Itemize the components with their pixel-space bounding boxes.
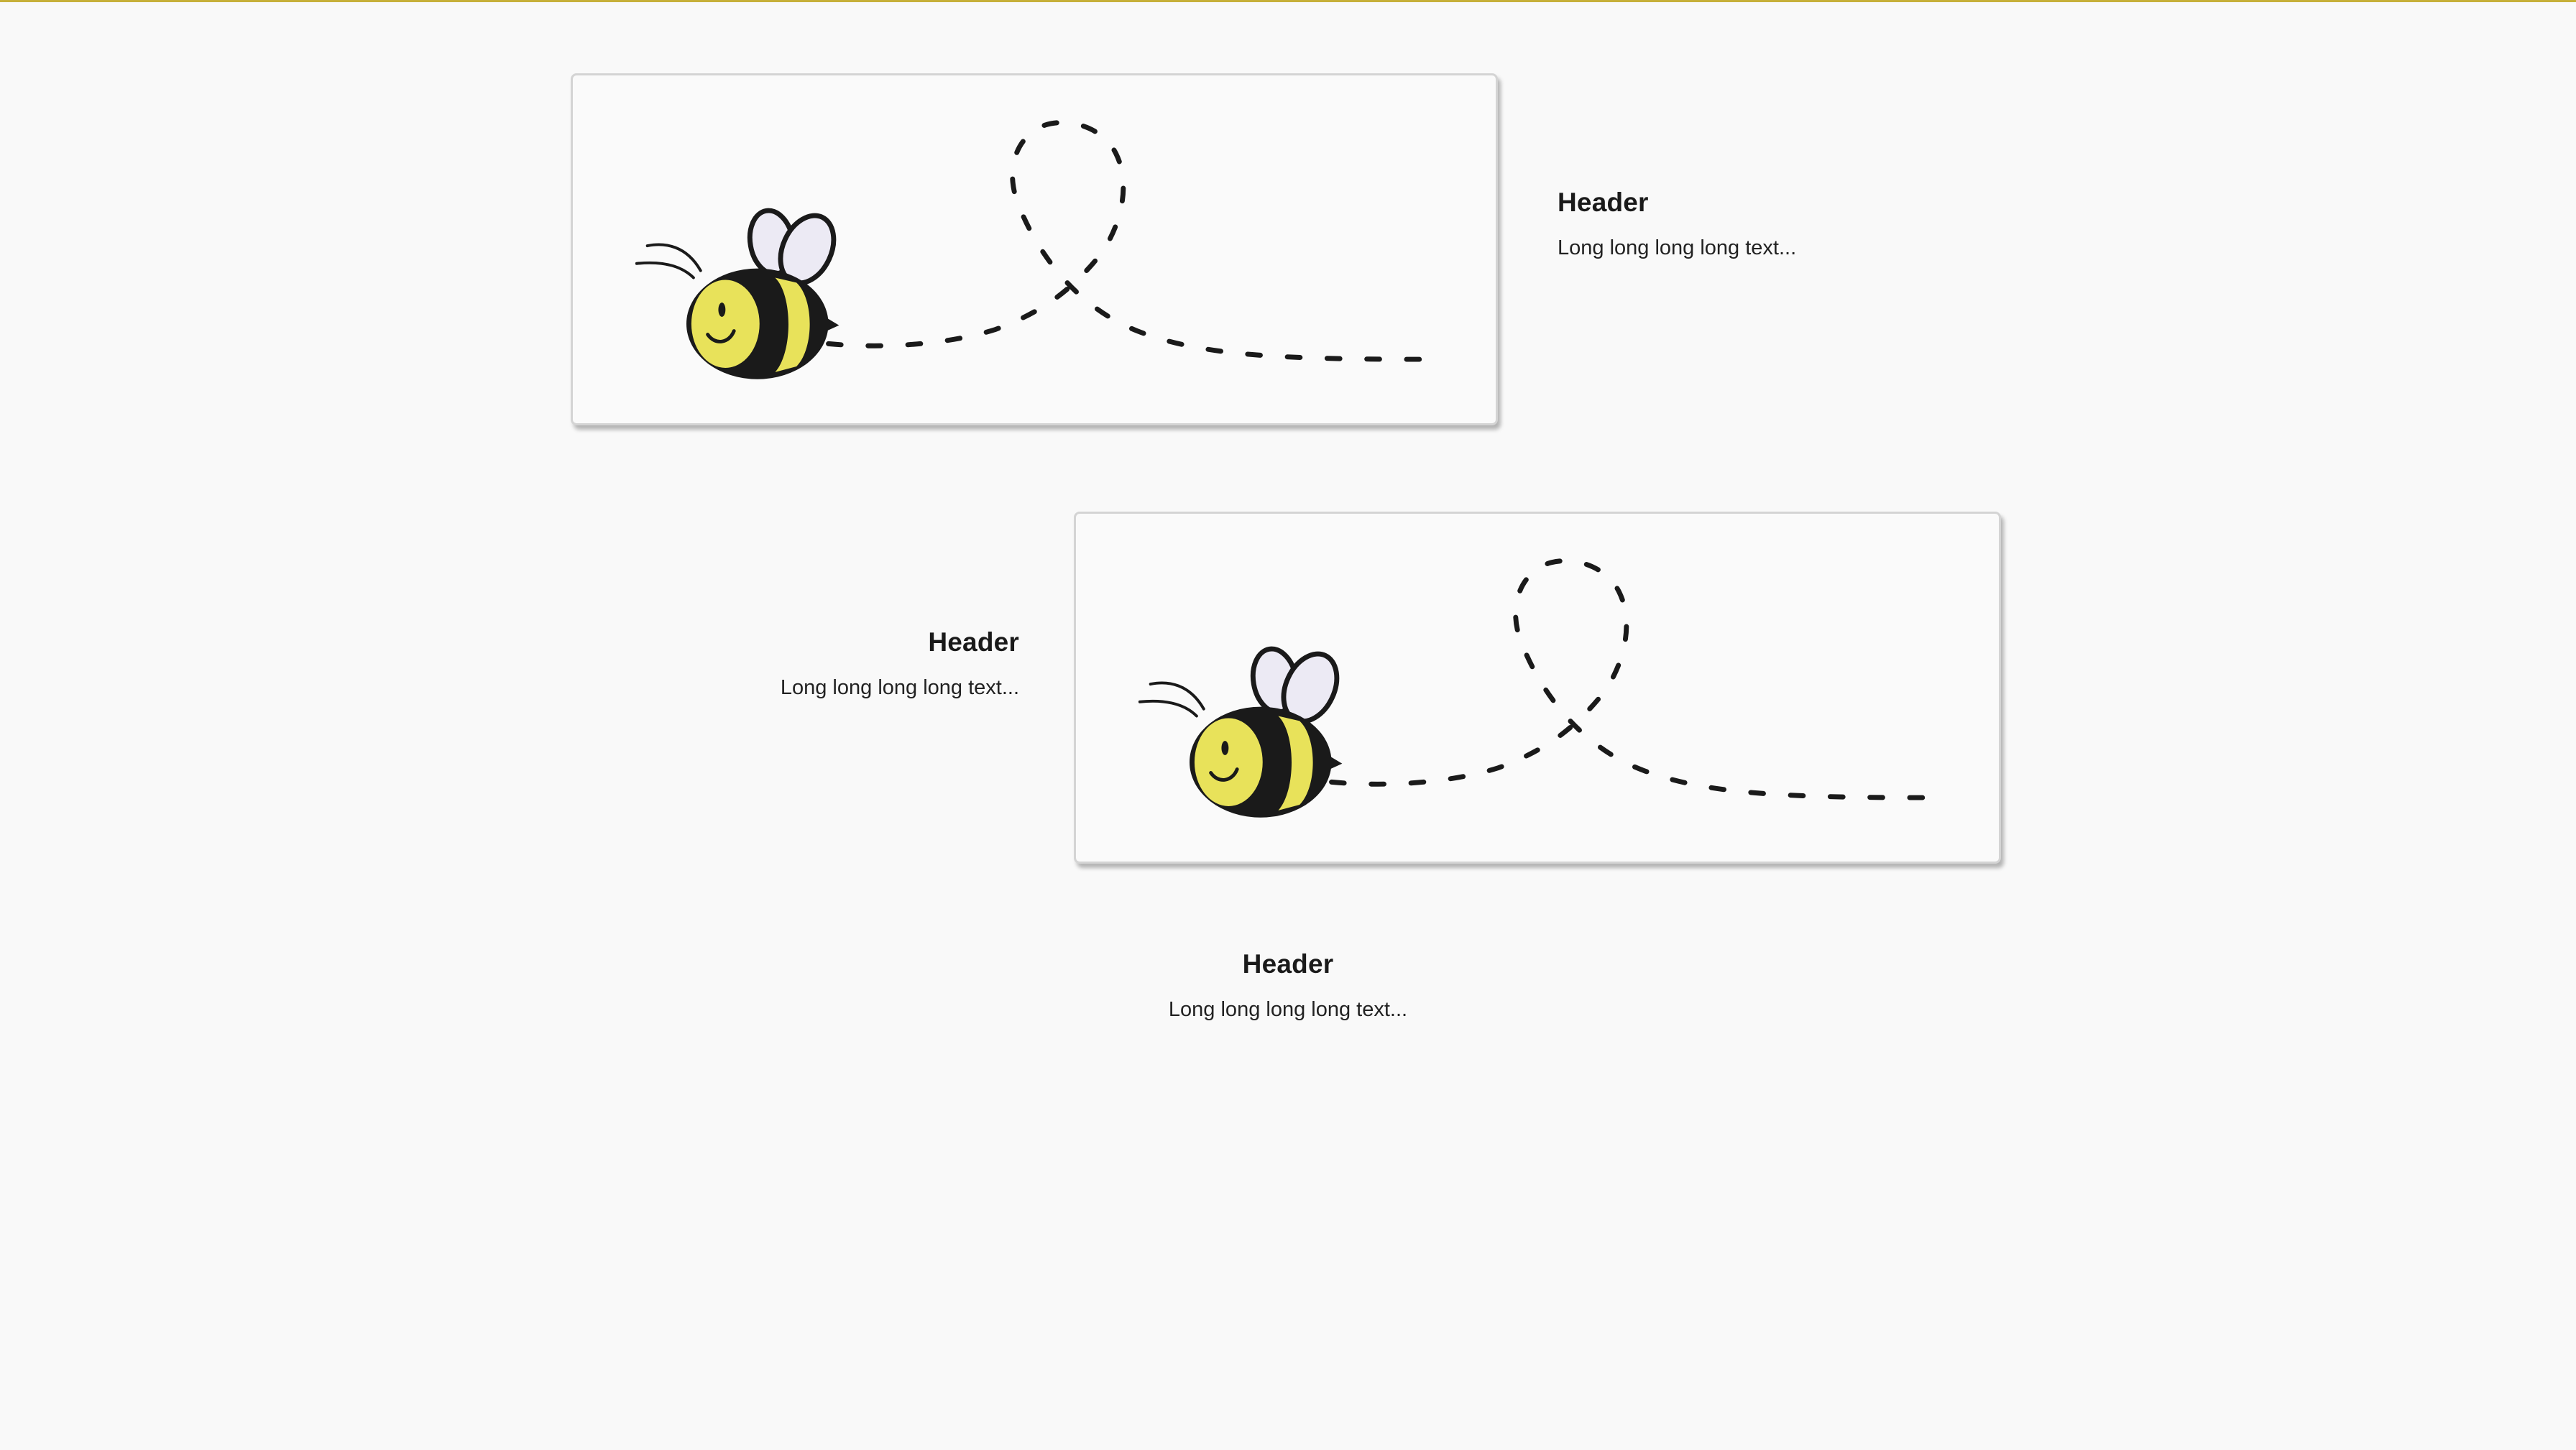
item-header: Header: [1558, 188, 1649, 217]
item-text: Long long long long text...: [1168, 998, 1408, 1021]
item-text: Long long long long text...: [780, 676, 1019, 699]
bee-icon: [1138, 646, 1343, 818]
item-header: Header: [928, 627, 1019, 657]
bee-flight-path-icon: [1138, 558, 1934, 818]
text-block-right: Header Long long long long text...: [1558, 188, 1796, 260]
bee-image-card: [1074, 512, 2001, 864]
bee-icon: [635, 208, 840, 379]
dashed-flight-path: [826, 120, 1431, 362]
bee-image-card: [571, 73, 1498, 425]
bee-flight-path-icon: [635, 120, 1431, 379]
item-header: Header: [1242, 949, 1334, 979]
item-text: Long long long long text...: [1558, 236, 1797, 259]
dashed-flight-path: [1329, 558, 1934, 800]
text-block-left: Header Long long long long text...: [732, 627, 1019, 700]
text-block-center: Header Long long long long text...: [1144, 949, 1432, 1022]
